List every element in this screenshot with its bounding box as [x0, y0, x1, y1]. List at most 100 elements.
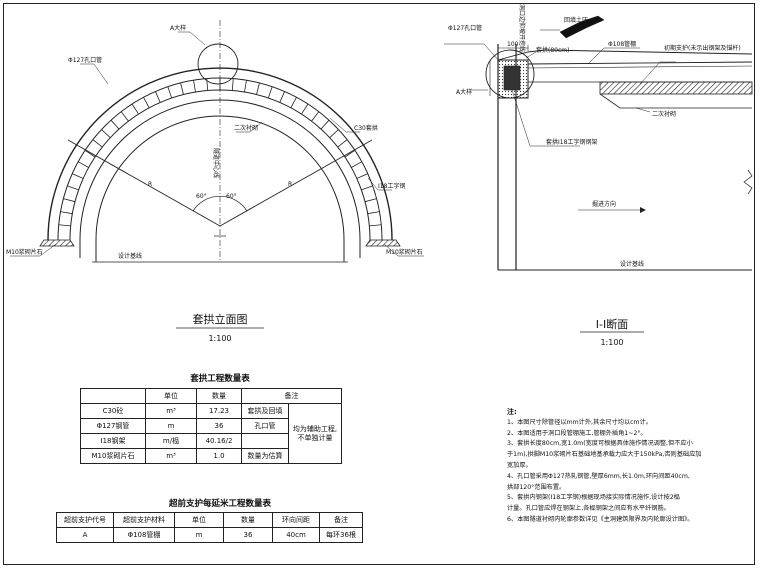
pipe-mark — [361, 185, 373, 191]
table-cell: C30砼 — [80, 403, 146, 419]
table-cell: 数量为估算 — [241, 448, 289, 464]
section-view — [444, 15, 753, 271]
backfill-surface — [497, 49, 753, 61]
table-header-cell: 备注 — [319, 512, 363, 528]
pipe-mark — [290, 97, 297, 108]
leader-pipe127-s — [444, 43, 501, 63]
table-header-cell: 环向间距 — [272, 512, 320, 528]
pipe-mark — [369, 224, 382, 227]
radius-right — [219, 139, 373, 227]
label-c30: C30套拱 — [354, 124, 378, 132]
pipe-mark — [110, 119, 120, 130]
note-line: 计量。孔口管应焊在钢架上,各榀钢架之间应有水平纤钢筋。 — [507, 505, 670, 513]
leader-initial — [639, 61, 676, 85]
leader-lining-s — [635, 107, 651, 113]
table-header-cell: 超前支护材料 — [113, 512, 175, 528]
pipe-mark — [329, 129, 339, 138]
pipe-mark — [60, 211, 73, 215]
quantity-table: 单位 数量 备注 C30砼 m³ 17.23 套拱及回填 均为辅助工程,不单独计… — [80, 388, 342, 464]
note-line: 4、孔口管采用Φ127热轧钢管,壁厚6mm,长1.0m,环向间距40cm, — [507, 472, 690, 480]
label-second-lining-s: 二次衬砌 — [652, 110, 676, 118]
table-cell: 40cm — [272, 527, 320, 543]
label-i18: I18工字钢 — [378, 182, 405, 190]
table-cell: A — [56, 527, 114, 543]
pipe-mark — [231, 78, 234, 91]
table2-caption: 超前支护每延米工程数量表 — [168, 499, 271, 509]
leader-i18-frame — [511, 89, 580, 147]
detail-a-circle — [197, 43, 239, 85]
table-cell: 17.23 — [196, 403, 242, 419]
label-angle-left: 60° — [196, 193, 207, 200]
table-row: A Φ108管棚 m 36 40cm 每环36根 — [56, 527, 363, 543]
table-header-cell: 备注 — [241, 388, 342, 404]
table-cell: m³ — [145, 403, 197, 419]
pipe-mark — [267, 86, 273, 99]
steel-ring-core — [503, 65, 521, 91]
label-backfill: 回填土压 — [564, 16, 588, 24]
pipe-mark — [77, 161, 89, 168]
label-angle-right: 60° — [226, 193, 237, 200]
elevation-labels: A大样 Φ127孔口管 二次衬砌 C30套拱 I18工字钢 M10浆砌片石 M1… — [6, 24, 423, 343]
second-lining-line — [599, 93, 752, 109]
pipe-mark — [356, 173, 368, 179]
note-line: 5、套拱内钢架(I18工字钢)根据现场接实际情况施作,设计按2榀 — [507, 494, 680, 502]
label-r-right: R — [288, 181, 292, 188]
note-line: 2、本图适用于洞口段管棚施工,管棚外插角1~2°。 — [507, 429, 647, 437]
pipe-108-b — [527, 65, 753, 69]
label-r-left: R — [148, 181, 152, 188]
table-cell: m/榀 — [145, 433, 197, 449]
note-line: 3、套拱长度80cm,宽1.0m(宽度可根据具体施作情况调整,但不应小 — [507, 440, 693, 448]
note-line: 6、本图隧道衬砌内轮廓参数详见《主洞建筑限界及内轮廓设计图》。 — [507, 515, 694, 523]
foundation-left — [39, 239, 75, 247]
pipe-mark — [155, 91, 161, 103]
table-cell: 1.0 — [196, 448, 242, 464]
table1-caption: 套拱工程数量表 — [190, 374, 250, 384]
label-i18-frame: 套拱I18工字钢钢架 — [546, 138, 597, 146]
label-second-lining: 二次衬砌 — [234, 124, 258, 132]
table-header-cell: 数量 — [223, 512, 273, 528]
table-row: C30砼 m³ 17.23 套拱及回填 均为辅助工程,不单独计量 — [80, 403, 342, 464]
pipe-mark — [193, 80, 196, 93]
label-centerline: 隧道中心线 — [212, 148, 220, 178]
label-pipe108: Φ108管棚 — [608, 40, 636, 48]
elevation-view — [10, 20, 424, 263]
elevation-title: 套拱立面图 — [193, 312, 248, 326]
table-row: Φ127钢管 m 36 孔口管 — [80, 418, 342, 434]
note-line: 宽加厚。 — [507, 461, 532, 469]
leader-m10-right — [383, 243, 424, 257]
pipe-mark — [63, 198, 76, 203]
table-cell: Φ127钢管 — [80, 418, 146, 434]
leader-ring — [525, 51, 537, 59]
table-cell: m — [174, 527, 224, 543]
table-header-cell: 单位 — [145, 388, 197, 404]
leader-a — [178, 31, 206, 46]
notes-block: 注: 1、本图尺寸除管径以mm计外,其余尺寸均以cm计。 2、本图适用于洞口段管… — [507, 407, 753, 526]
pipe-mark — [101, 129, 111, 138]
label-a-arch: A大样 — [170, 24, 186, 32]
pipe-mark — [301, 103, 309, 115]
table-cell: 40.16/2 — [196, 433, 242, 449]
label-design-grade-s: 设计基线 — [620, 260, 644, 268]
pipe-mark — [351, 161, 363, 168]
pipe-mark — [320, 119, 330, 130]
table-header-cell: 单位 — [174, 512, 224, 528]
leader-pipe — [80, 63, 109, 85]
note-line: 于1m),拱脚M10浆砌片石基础地基承载力应大于150kPa,否则基础应加 — [507, 451, 702, 459]
section-scale: 1:100 — [600, 338, 623, 347]
label-m10-left: M10浆砌片石 — [6, 248, 43, 256]
pipe-mark — [84, 150, 96, 158]
table-cell — [241, 433, 289, 449]
pipe-mark — [256, 82, 260, 95]
foundation-right — [365, 239, 401, 247]
pipe-mark — [67, 185, 79, 191]
leader-lining — [236, 121, 263, 133]
pipe-mark — [167, 86, 173, 99]
table-cell: I18钢架 — [80, 433, 146, 449]
pipe-mark — [364, 198, 377, 203]
label-a-s: A大样 — [456, 88, 472, 96]
table-header-cell: 数量 — [196, 388, 242, 404]
table-cell: M10浆砌片石 — [80, 448, 146, 464]
pipe-mark — [72, 173, 84, 179]
